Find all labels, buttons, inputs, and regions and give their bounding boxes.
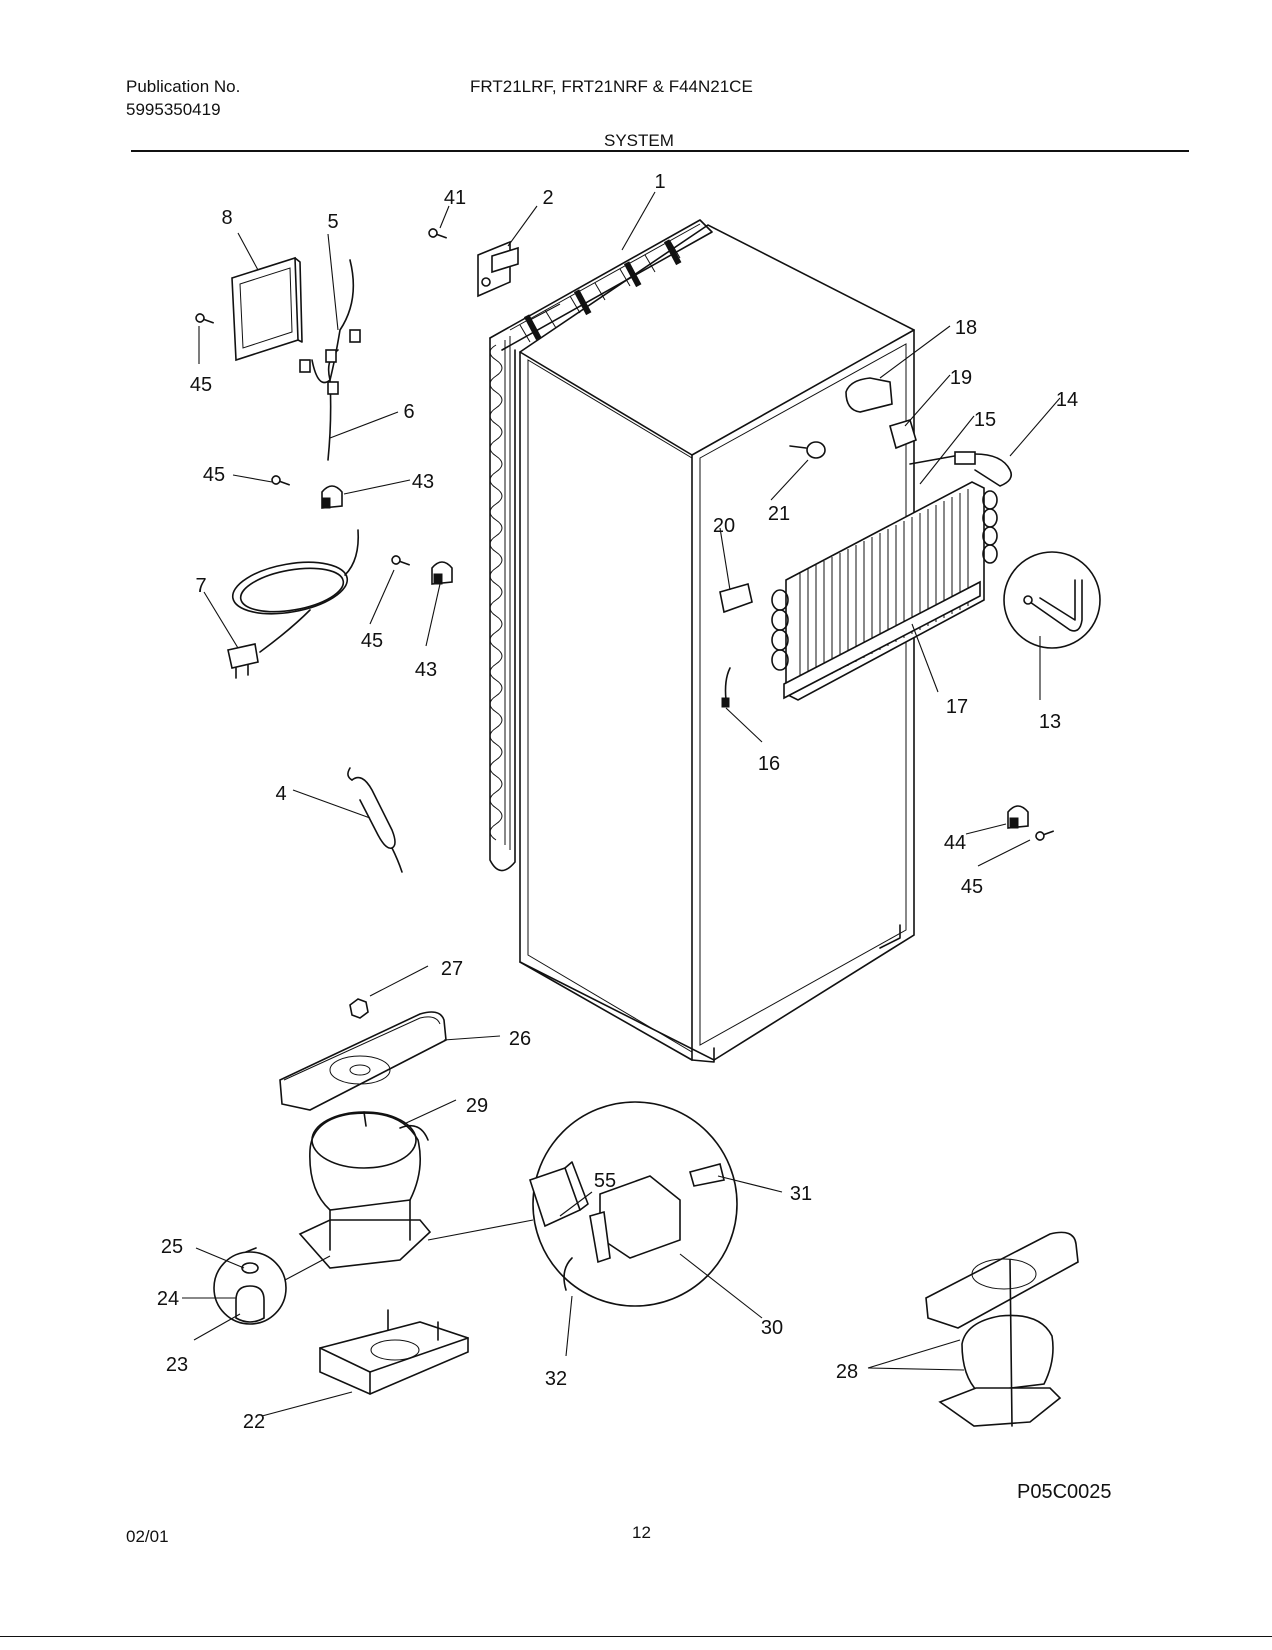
- callout-23: 23: [166, 1354, 188, 1376]
- part-43-clamps: [321, 485, 453, 585]
- part-19-sensor: [889, 419, 917, 450]
- callout-17: 17: [946, 696, 968, 718]
- callout-55: 55: [594, 1170, 616, 1192]
- callout-16: 16: [758, 753, 780, 775]
- callout-22: 22: [243, 1411, 265, 1433]
- callout-26: 26: [509, 1028, 531, 1050]
- figure-code: P05C0025: [1017, 1481, 1112, 1503]
- callout-41: 41: [444, 187, 466, 209]
- callout-28: 28: [836, 1361, 858, 1383]
- section-title: SYSTEM: [604, 131, 674, 150]
- callout-31: 31: [790, 1183, 812, 1205]
- publication-label: Publication No.: [126, 77, 241, 96]
- callout-6: 6: [403, 401, 414, 423]
- condenser-coil: [489, 219, 713, 872]
- part-21-thermostat: [789, 441, 826, 459]
- callout-15: 15: [974, 409, 996, 431]
- callout-2: 2: [542, 187, 553, 209]
- part-4-drier: [347, 767, 403, 873]
- callout-44: 44: [944, 832, 966, 854]
- callout-7: 7: [195, 575, 206, 597]
- callout-27: 27: [441, 958, 463, 980]
- callout-45-c: 45: [361, 630, 383, 652]
- part-13-tube-detail: [1003, 551, 1101, 649]
- callout-1: 1: [654, 171, 665, 193]
- part-17-heater-shield: [783, 580, 981, 700]
- callout-29: 29: [466, 1095, 488, 1117]
- callout-8: 8: [221, 207, 232, 229]
- callout-18: 18: [955, 317, 977, 339]
- publication-number: 5995350419: [126, 100, 221, 119]
- part-7-power-cord: [227, 529, 360, 679]
- callout-43-b: 43: [415, 659, 437, 681]
- part-27-nut: [349, 998, 369, 1019]
- part-26-drain-pan: [279, 1011, 447, 1111]
- electrical-detail-circle: [427, 1101, 738, 1307]
- part-18-bracket: [845, 377, 893, 413]
- callout-21: 21: [768, 503, 790, 525]
- leader-lines: [182, 191, 1061, 1417]
- part-28-alt-compressor: [925, 1231, 1079, 1427]
- callout-13: 13: [1039, 711, 1061, 733]
- callout-20: 20: [713, 515, 735, 537]
- header-rule: [131, 150, 1189, 152]
- model-numbers: FRT21LRF, FRT21NRF & F44N21CE: [470, 77, 753, 96]
- callout-43-a: 43: [412, 471, 434, 493]
- part-5-6-wire-harness: [299, 259, 361, 461]
- cabinet-shell: [519, 224, 915, 1063]
- callout-5: 5: [327, 211, 338, 233]
- callout-45-d: 45: [961, 876, 983, 898]
- part-23-25-grommet-detail: [213, 1247, 331, 1325]
- part-8-frame: [231, 256, 303, 362]
- screw-icons: [195, 228, 1054, 841]
- callout-4: 4: [275, 783, 286, 805]
- part-2-bracket: [477, 240, 519, 298]
- footer-rule: [0, 1636, 1272, 1637]
- part-22-mount: [319, 1309, 469, 1395]
- part-29-compressor: [298, 1111, 432, 1269]
- callout-45-b: 45: [203, 464, 225, 486]
- callout-14: 14: [1056, 389, 1078, 411]
- callout-24: 24: [157, 1288, 179, 1310]
- callout-45-a: 45: [190, 374, 212, 396]
- part-14-tube: [909, 451, 1013, 487]
- callout-32: 32: [545, 1368, 567, 1390]
- part-16-fuse: [721, 667, 731, 708]
- callout-19: 19: [950, 367, 972, 389]
- part-20-connector: [719, 582, 753, 614]
- page-number: 12: [632, 1523, 651, 1542]
- part-44-clip: [1007, 805, 1029, 829]
- callout-30: 30: [761, 1317, 783, 1339]
- footer-date: 02/01: [126, 1527, 169, 1546]
- callout-labels: 1 2 41 8 5 45 6 45 43 7 45 43 4 18 19 14…: [157, 171, 1078, 1433]
- callout-25: 25: [161, 1236, 183, 1258]
